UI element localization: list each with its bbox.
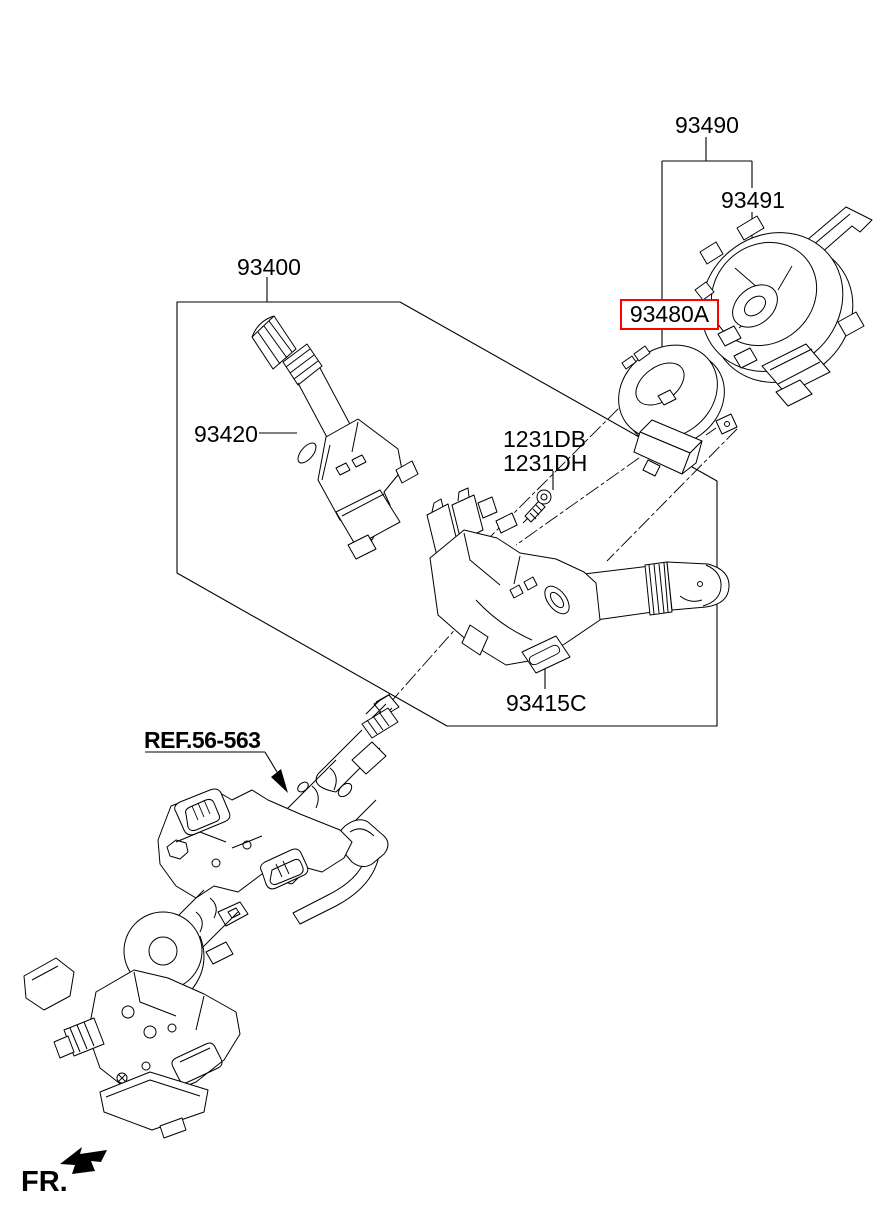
highlighted-part-box-93480A[interactable]: 93480A bbox=[620, 299, 719, 330]
part-label-1231DB[interactable]: 1231DB bbox=[503, 426, 587, 452]
clock-spring-drawing bbox=[694, 206, 873, 407]
lighting-switch-drawing bbox=[251, 315, 419, 560]
leader-lines bbox=[145, 137, 753, 773]
part-label-1231DH[interactable]: 1231DH bbox=[503, 450, 588, 476]
part-label-93415C[interactable]: 93415C bbox=[506, 690, 587, 716]
front-marker-label: FR. bbox=[21, 1166, 68, 1198]
assembly-boundary-box bbox=[176, 301, 718, 727]
steering-column-drawing bbox=[23, 693, 400, 1139]
part-label-93420[interactable]: 93420 bbox=[194, 421, 258, 447]
ref-leader-arrowhead bbox=[271, 769, 288, 793]
part-label-93490[interactable]: 93490 bbox=[675, 112, 739, 138]
front-direction-arrow-icon bbox=[60, 1147, 107, 1174]
part-label-93400[interactable]: 93400 bbox=[237, 254, 301, 280]
part-label-93480A: 93480A bbox=[629, 301, 710, 327]
part-label-93491[interactable]: 93491 bbox=[717, 188, 789, 212]
wiper-switch-drawing bbox=[426, 487, 730, 674]
screw-drawing bbox=[522, 489, 552, 524]
reference-label-56-563[interactable]: REF.56-563 bbox=[144, 727, 261, 753]
contact-assembly-drawing bbox=[618, 344, 738, 477]
